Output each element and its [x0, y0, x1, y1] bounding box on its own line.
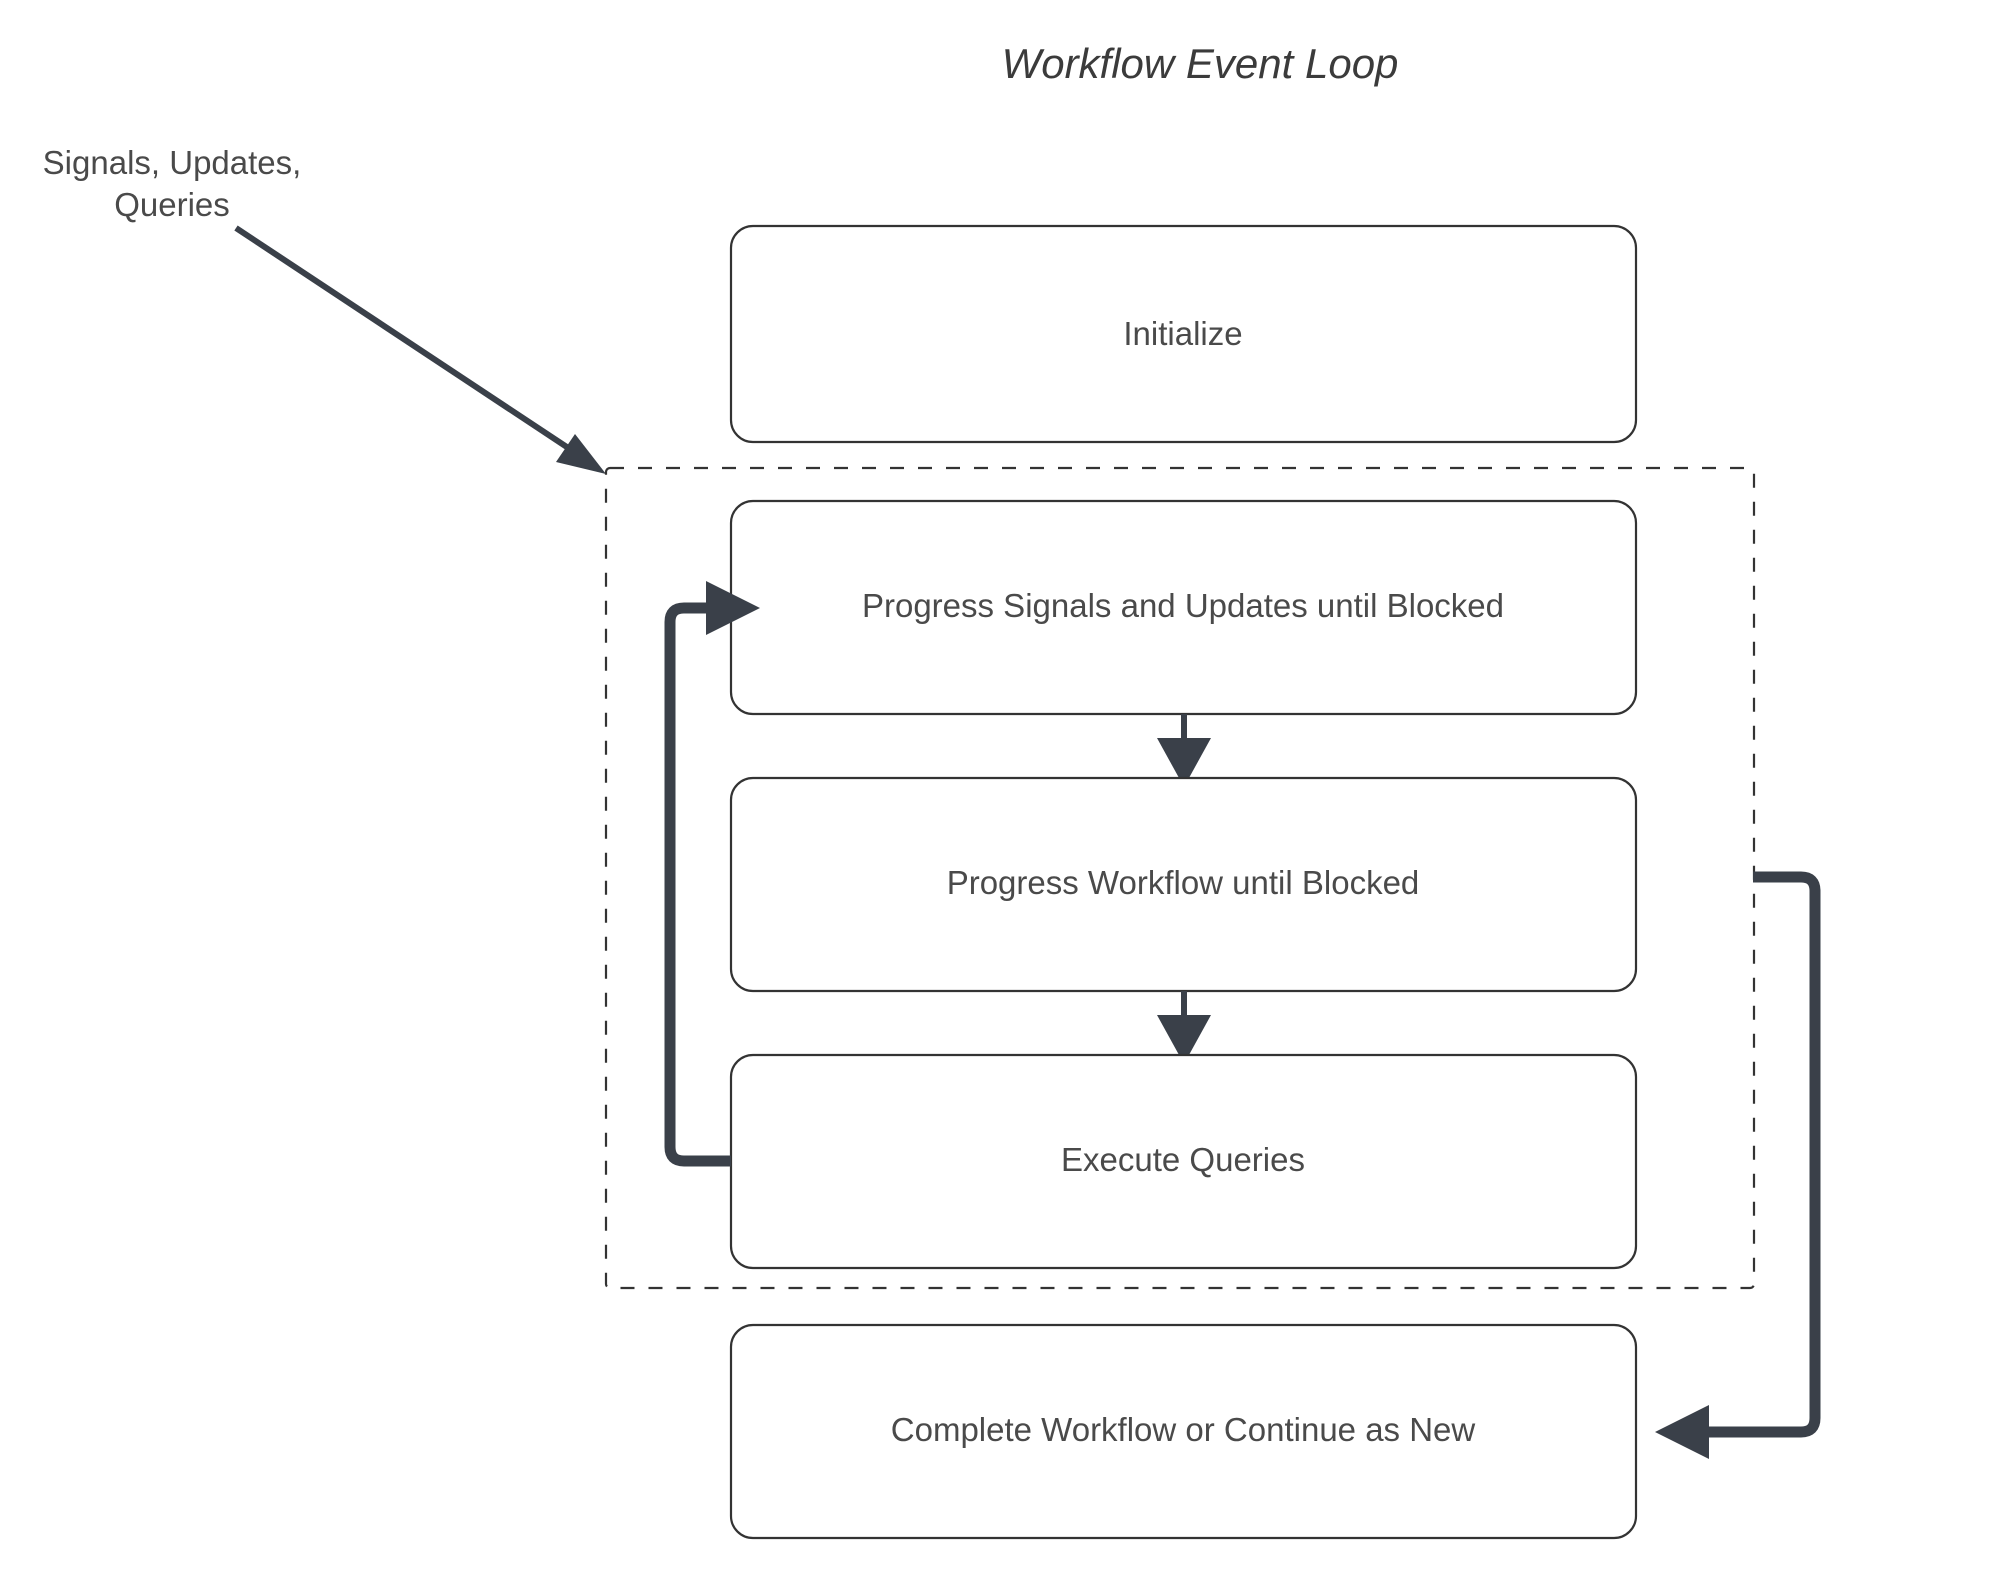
- node-progress-workflow-label: Progress Workflow until Blocked: [947, 864, 1420, 901]
- arrow-head-loop-exit: [1655, 1405, 1709, 1459]
- edge-workflow-to-queries: [1157, 991, 1211, 1064]
- edge-queries-to-signals-loopback: [664, 581, 760, 1167]
- arrow-head-external-input: [556, 434, 606, 474]
- edge-loop-to-complete: [1655, 871, 1821, 1459]
- node-complete-workflow-box: [729, 1323, 1638, 1540]
- node-execute-queries-label: Execute Queries: [1061, 1141, 1305, 1178]
- node-initialize-box: [729, 224, 1638, 444]
- arrow-head-loopback: [706, 581, 760, 635]
- node-complete-workflow[interactable]: Complete Workflow or Continue as New: [729, 1323, 1638, 1540]
- arrow-head-signals-to-workflow: [1157, 738, 1211, 787]
- node-complete-workflow-label: Complete Workflow or Continue as New: [891, 1411, 1476, 1448]
- node-initialize[interactable]: Initialize: [729, 224, 1638, 444]
- diagram-title: Workflow Event Loop: [1002, 40, 1399, 87]
- external-input-label-line2: Queries: [114, 186, 230, 223]
- node-execute-queries[interactable]: Execute Queries: [729, 1053, 1638, 1270]
- node-progress-signals[interactable]: Progress Signals and Updates until Block…: [729, 499, 1638, 716]
- external-input-label-line1: Signals, Updates,: [43, 144, 302, 181]
- node-progress-workflow[interactable]: Progress Workflow until Blocked: [729, 776, 1638, 993]
- arrow-head-workflow-to-queries: [1157, 1015, 1211, 1064]
- edge-external-input-to-loop: [234, 225, 606, 474]
- node-initialize-label: Initialize: [1123, 315, 1242, 352]
- node-progress-signals-label: Progress Signals and Updates until Block…: [862, 587, 1504, 624]
- edge-signals-to-workflow: [1157, 714, 1211, 787]
